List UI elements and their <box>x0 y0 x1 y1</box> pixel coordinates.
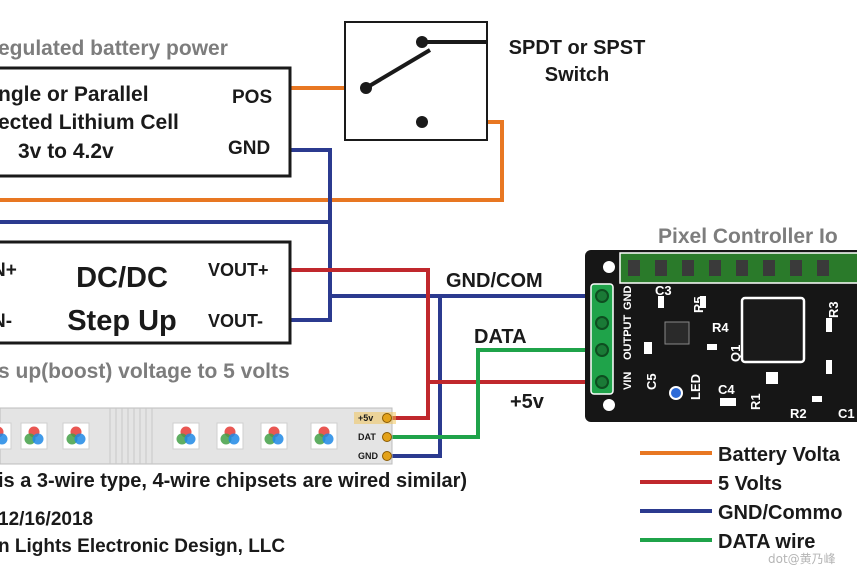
top-header-pads <box>628 260 829 276</box>
part-led: LED <box>688 374 703 400</box>
strip-solder-gnd <box>382 451 392 461</box>
switch-box <box>344 21 488 141</box>
pin-vin <box>595 375 609 389</box>
converter-title-2: Step Up <box>67 305 177 337</box>
strip-solder-5v <box>382 413 392 423</box>
part-c1: C1 <box>838 406 855 421</box>
led-strip: +5v DAT GND is a 3-wire type, 4-wire chi… <box>0 407 467 492</box>
converter-title-1: DC/DC <box>76 262 168 294</box>
battery-box <box>0 66 292 178</box>
battery-line-3: 3v to 4.2v <box>18 140 114 163</box>
watermark: dot@黄乃峰 <box>768 552 836 566</box>
footer-company: n Lights Electronic Design, LLC <box>0 536 285 557</box>
vout-minus-wire <box>290 296 332 322</box>
chip-small <box>664 321 690 345</box>
strip-note: is a 3-wire type, 4-wire chipsets are wi… <box>0 470 467 492</box>
battery-block: egulated battery power ngle or Parallel … <box>0 37 292 178</box>
converter-vin-minus: N- <box>0 311 12 332</box>
part-r2: R2 <box>790 406 807 421</box>
data-wire <box>385 348 600 439</box>
pin-label-gnd: GND <box>622 286 634 311</box>
mount-hole-bottom-left <box>603 399 615 411</box>
data-label: DATA <box>474 326 527 348</box>
pin-output <box>595 343 609 357</box>
converter-caption: s up(boost) voltage to 5 volts <box>0 360 290 383</box>
battery-gnd-wire <box>0 148 332 224</box>
battery-gnd-label: GND <box>228 138 270 159</box>
switch-block: SPDT or SPST Switch <box>344 21 646 141</box>
strip-cut-lines <box>109 408 153 464</box>
part-r5: R5 <box>691 296 706 313</box>
five-volt-label: +5v <box>510 391 545 413</box>
converter-vin-plus: N+ <box>0 260 17 281</box>
battery-pos-label: POS <box>232 87 272 108</box>
rgb-pixel-icon <box>172 422 200 450</box>
part-c4: C4 <box>718 382 735 397</box>
pin-unused <box>595 316 609 330</box>
rgb-pixel-icon <box>20 422 48 450</box>
strip-pad-dat-label: DAT <box>358 432 376 442</box>
rgb-pixel-icon <box>62 422 90 450</box>
pin-label-vin: VIN <box>622 372 634 390</box>
controller-title: Pixel Controller Io <box>658 225 838 248</box>
rgb-pixel-icon <box>0 422 12 450</box>
legend-label: GND/Commo <box>718 502 842 524</box>
footer-date: 12/16/2018 <box>0 509 93 530</box>
strip-pad-gnd-label: GND <box>358 451 379 461</box>
pixel-controller: Pixel Controller Io GND OUTPUT VIN <box>585 225 857 422</box>
left-header <box>590 283 614 395</box>
gnd-com-label: GND/COM <box>446 270 543 292</box>
chip-mcu <box>740 296 806 364</box>
part-r3: R3 <box>826 301 841 318</box>
part-r1: R1 <box>748 393 763 410</box>
strip-pad-5v-label: +5v <box>358 413 373 423</box>
part-r4: R4 <box>712 320 729 335</box>
pin-label-output: OUTPUT <box>622 315 634 361</box>
switch-bottom-contact <box>416 116 428 128</box>
rgb-pixel-icon <box>260 422 288 450</box>
converter-vout-plus: VOUT+ <box>208 260 269 280</box>
converter-block: DC/DC Step Up N+ N- VOUT+ VOUT- s up(boo… <box>0 240 292 383</box>
switch-label-2: Switch <box>545 64 609 86</box>
converter-box <box>0 240 292 345</box>
strip-pixels <box>0 422 338 450</box>
switch-lever <box>364 48 432 90</box>
legend-label: Battery Volta <box>718 444 841 466</box>
switch-label-1: SPDT or SPST <box>509 37 646 59</box>
part-q1: Q1 <box>728 345 743 362</box>
converter-vout-minus: VOUT- <box>208 311 263 331</box>
mount-hole-left <box>603 261 615 273</box>
part-c3: C3 <box>655 283 672 298</box>
part-c5: C5 <box>644 373 659 390</box>
vout-plus-wire <box>290 268 430 420</box>
battery-section-title: egulated battery power <box>0 37 228 60</box>
led-blue <box>669 386 683 400</box>
legend-label: DATA wire <box>718 531 815 553</box>
legend-label: 5 Volts <box>718 473 782 495</box>
switch-pivot <box>360 82 372 94</box>
pin-gnd <box>595 289 609 303</box>
battery-line-1: ngle or Parallel <box>0 83 149 106</box>
smd-parts <box>644 296 832 406</box>
strip-solder-dat <box>382 432 392 442</box>
controller-board <box>585 250 857 422</box>
rgb-pixel-icon <box>216 422 244 450</box>
battery-line-2: ected Lithium Cell <box>0 111 179 134</box>
strip-gnd-wire <box>385 296 442 458</box>
rgb-pixel-icon <box>310 422 338 450</box>
